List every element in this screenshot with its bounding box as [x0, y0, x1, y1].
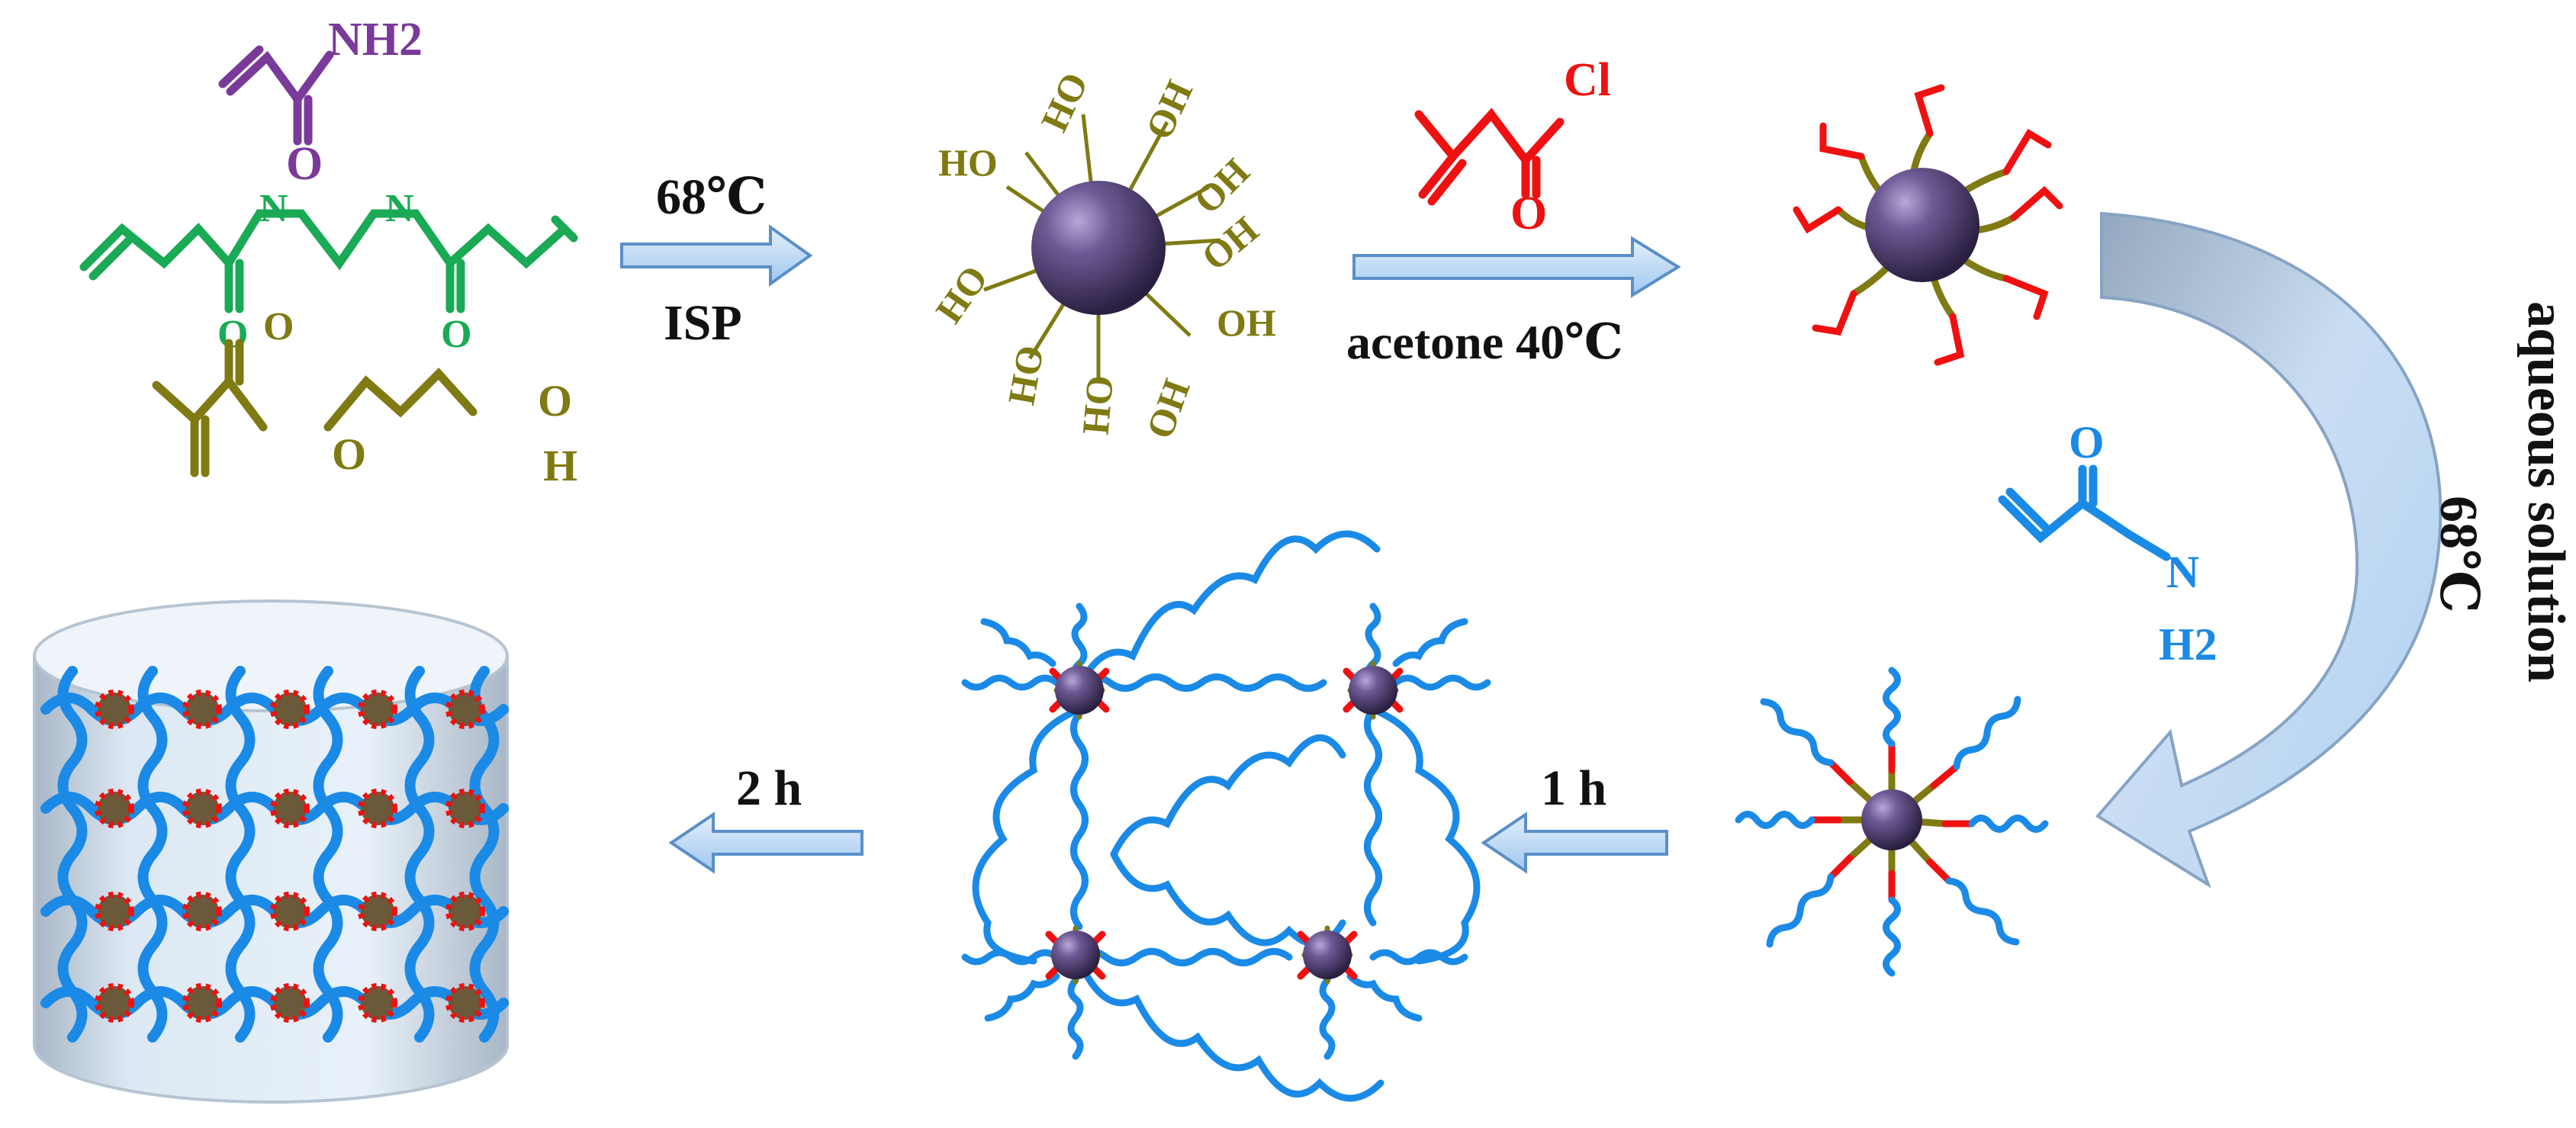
oh-label: OH	[1217, 301, 1276, 344]
vinyl-nanosphere	[1793, 84, 2063, 366]
step2-label: acetone 40℃	[1346, 315, 1623, 369]
acrylamide-o-label: O	[2069, 417, 2105, 468]
hydrogel-strand	[225, 666, 256, 1043]
hydrogel-strand	[57, 666, 88, 1043]
hydrogel-crosslink-node	[270, 789, 310, 828]
nh2-label: NH2	[328, 14, 423, 66]
hydrogel-crosslink-node	[270, 983, 310, 1023]
hydrogel-crosslink-node	[445, 892, 485, 931]
hydrogel-strand	[404, 666, 435, 1043]
oh-label: HO	[938, 141, 998, 184]
hydrogel-crosslink-node	[182, 983, 222, 1023]
hydrogel-crosslink-node	[358, 789, 397, 828]
hydrogel-crosslink-node	[95, 983, 134, 1023]
oh-label: OH	[1194, 207, 1267, 278]
curved-arrow-step3	[2095, 211, 2443, 889]
hydrogel-crosslink-node	[445, 789, 485, 828]
hydroxyl-nanosphere	[983, 114, 1221, 381]
hydrogel-network-pattern	[40, 666, 509, 1043]
oh-label: OH	[1138, 374, 1198, 444]
acrylamide-n-label: N	[2166, 547, 2199, 597]
step3-solvent-label: aqueous solution	[2517, 301, 2575, 683]
oh-label: OH	[1185, 149, 1258, 222]
hydrogel-crosslink-node	[445, 689, 485, 729]
hema-monomer	[152, 339, 478, 477]
step3-temp-label: 68℃	[2429, 496, 2488, 613]
hydrogel-crosslink-node	[358, 892, 397, 931]
hydrogel-crosslink-node	[358, 689, 397, 729]
hydrogel-strand	[137, 666, 168, 1043]
hydrogel-crosslink-node	[182, 689, 222, 729]
oh-label: HO	[1032, 66, 1096, 137]
acrylamide-blue	[1998, 464, 2171, 561]
o-label-red: O	[1510, 188, 1547, 239]
oh-label: HO	[999, 342, 1052, 408]
hydrogel-crosslink-node	[95, 689, 134, 729]
hydrogel-cylinder	[33, 599, 509, 1104]
crosslinked-network	[961, 530, 1491, 1102]
acrylamide-h2-label: H2	[2159, 619, 2217, 670]
methacryloyl-chloride	[1414, 108, 1565, 206]
oh-label: OH	[1137, 74, 1201, 146]
hydrogel-strand	[313, 666, 343, 1043]
hydrogel-crosslink-node	[358, 983, 397, 1023]
oh-label: HO	[1073, 374, 1121, 436]
hydrogel-strand	[469, 666, 500, 1043]
arrow-step5	[668, 811, 863, 874]
hydrogel-crosslink-node	[95, 892, 134, 931]
hydrogel-crosslink-node	[445, 983, 485, 1023]
hydrogel-crosslink-node	[270, 689, 310, 729]
o-label-hema-oh: O	[538, 376, 572, 426]
step1-method-label: ISP	[664, 295, 742, 351]
oh-label: HO	[927, 258, 995, 331]
h-label-hema-oh: H	[543, 441, 577, 490]
step5-label: 2 h	[736, 760, 802, 816]
arrow-step4	[1481, 811, 1668, 874]
o-label-hema-carbonyl: O	[263, 305, 294, 349]
hydrogel-crosslink-node	[182, 789, 222, 828]
n-label-left: N	[259, 187, 288, 230]
cl-label: Cl	[1564, 54, 1611, 106]
crosslinker-monomer	[79, 209, 578, 313]
step4-label: 1 h	[1541, 760, 1606, 816]
arrow-step2	[1352, 236, 1681, 298]
step1-temp-label: 68℃	[656, 169, 767, 225]
o-label-green-right: O	[441, 313, 471, 356]
o-label-top: O	[286, 138, 323, 190]
hydrogel-crosslink-node	[95, 789, 134, 828]
grafted-nanosphere	[1735, 667, 2049, 977]
hydrogel-crosslink-node	[270, 892, 310, 931]
o-label-hema-ester: O	[332, 429, 366, 479]
arrow-step1	[620, 224, 813, 287]
acrylamide-monomer	[218, 45, 334, 146]
n-label-right: N	[385, 187, 414, 230]
hydrogel-crosslink-node	[182, 892, 222, 931]
